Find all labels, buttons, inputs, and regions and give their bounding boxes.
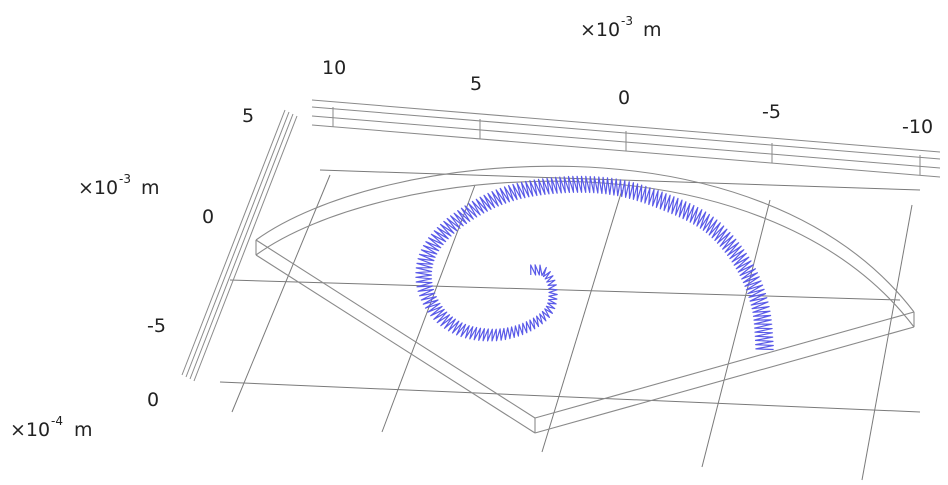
top-axis-tick-label: 5: [470, 73, 482, 95]
sector-geometry: [255, 165, 915, 434]
sector-arc-bottom: [255, 180, 915, 328]
sector-arc-top: [255, 165, 915, 313]
vertical-axis-unit: ×10 -4 m: [10, 414, 93, 441]
grid-line: [381, 184, 476, 433]
top-axis-unit-prefix: ×10: [580, 19, 620, 41]
grid-line: [541, 189, 623, 453]
grid-line: [231, 174, 331, 413]
axis-rail: [181, 109, 286, 376]
axis-rail: [311, 99, 941, 153]
vertical-axis-tick-label: 5: [242, 105, 254, 127]
axis-rail: [189, 113, 294, 380]
spiral-coil: [415, 175, 774, 351]
top-axis-unit-exponent: -3: [621, 14, 633, 28]
top-axis-tick-label: 10: [322, 57, 346, 79]
grid-line: [861, 204, 913, 481]
vertical-axis-unit-suffix: m: [74, 419, 93, 441]
sector-edge: [255, 254, 536, 434]
grid-line: [219, 381, 921, 413]
top-axis-tick-label: 0: [618, 87, 630, 109]
top-axis-tick-label: -10: [902, 116, 933, 138]
top-axis-tick-label: -5: [762, 101, 781, 123]
top-axis-rails: [311, 99, 941, 178]
sector-edge: [534, 326, 915, 434]
sector-edge: [255, 239, 536, 419]
sector-edge: [534, 311, 915, 419]
axis-rail: [185, 111, 290, 378]
vertical-axis-unit-exponent: -4: [51, 414, 63, 428]
grid-line: [701, 199, 771, 468]
grid-line: [229, 279, 901, 301]
top-axis-unit: ×10 -3 m: [580, 14, 662, 41]
left-axis-unit-prefix: ×10: [78, 177, 118, 199]
axis-rail: [193, 115, 298, 382]
left-axis-tick-label: 0: [202, 206, 214, 228]
top-axis-unit-suffix: m: [643, 19, 662, 41]
left-axis-tick-label: -5: [147, 315, 166, 337]
left-axis-unit: ×10 -3 m: [78, 172, 160, 199]
left-axis-rails: [181, 109, 298, 382]
left-axis-unit-exponent: -3: [119, 172, 131, 186]
vertical-axis-unit-prefix: ×10: [10, 419, 50, 441]
left-axis-unit-suffix: m: [141, 177, 160, 199]
vertical-axis-tick-label: 0: [147, 389, 159, 411]
floor-grid: [219, 169, 921, 481]
